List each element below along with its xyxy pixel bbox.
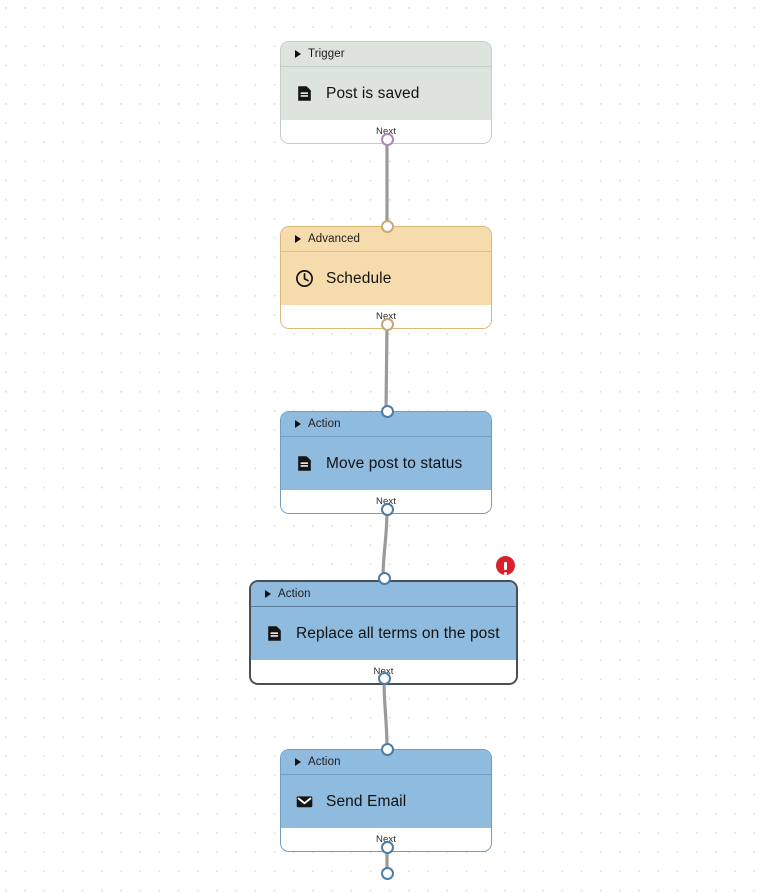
node-footer-next[interactable]: Next	[281, 120, 491, 143]
node-body-action[interactable]: Replace all terms on the post	[251, 607, 516, 660]
document-icon	[295, 454, 314, 473]
node-body-action[interactable]: Send Email	[281, 775, 491, 828]
chevron-right-icon[interactable]	[295, 235, 301, 243]
chevron-right-icon[interactable]	[295, 420, 301, 428]
node-title: Replace all terms on the post	[296, 624, 500, 642]
envelope-icon	[295, 792, 314, 811]
clock-icon	[295, 269, 314, 288]
port-out-post-is-saved[interactable]	[380, 132, 394, 146]
node-body-trigger[interactable]: Post is saved	[281, 67, 491, 120]
port-out-schedule[interactable]	[380, 317, 394, 331]
port-out-replace-all-terms[interactable]	[377, 671, 391, 685]
node-category-label: Advanced	[308, 233, 360, 245]
chevron-right-icon[interactable]	[265, 590, 271, 598]
chevron-right-icon[interactable]	[295, 50, 301, 58]
node-footer-next[interactable]: Next	[281, 490, 491, 513]
chevron-right-icon[interactable]	[295, 758, 301, 766]
node-title: Post is saved	[326, 84, 420, 102]
port-out-send-email[interactable]	[380, 840, 394, 854]
node-schedule[interactable]: Advanced Schedule Next	[280, 226, 492, 329]
node-send-email[interactable]: Action Send Email Next	[280, 749, 492, 852]
node-title: Move post to status	[326, 454, 463, 472]
node-category-label: Action	[308, 756, 341, 768]
port-in-send-email[interactable]	[380, 742, 394, 756]
node-title: Send Email	[326, 792, 407, 810]
exclamation-icon	[504, 561, 507, 575]
document-icon	[265, 624, 284, 643]
node-body-advanced[interactable]: Schedule	[281, 252, 491, 305]
node-category-label: Trigger	[308, 48, 345, 60]
edge-advanced-to-action1	[384, 322, 389, 413]
node-header-action[interactable]: Action	[251, 582, 516, 607]
node-body-action[interactable]: Move post to status	[281, 437, 491, 490]
node-category-label: Action	[308, 418, 341, 430]
node-replace-all-terms-on-the-post[interactable]: Action Replace all terms on the post Nex…	[249, 580, 518, 685]
node-title: Schedule	[326, 269, 392, 287]
node-post-is-saved[interactable]: Trigger Post is saved Next	[280, 41, 492, 144]
error-badge[interactable]	[496, 556, 515, 575]
node-move-post-to-status[interactable]: Action Move post to status Next	[280, 411, 492, 514]
edge-action1-to-action2	[381, 507, 389, 580]
node-footer-next[interactable]: Next	[281, 305, 491, 328]
port-in-schedule[interactable]	[380, 219, 394, 233]
port-tail-add-step[interactable]	[380, 866, 394, 880]
port-out-move-post-to-status[interactable]	[380, 502, 394, 516]
node-category-label: Action	[278, 588, 311, 600]
document-icon	[295, 84, 314, 103]
node-footer-next[interactable]: Next	[281, 828, 491, 851]
port-in-move-post-to-status[interactable]	[380, 404, 394, 418]
node-header-trigger[interactable]: Trigger	[281, 42, 491, 67]
port-in-replace-all-terms[interactable]	[377, 571, 391, 585]
edge-action2-to-action3	[382, 676, 389, 751]
